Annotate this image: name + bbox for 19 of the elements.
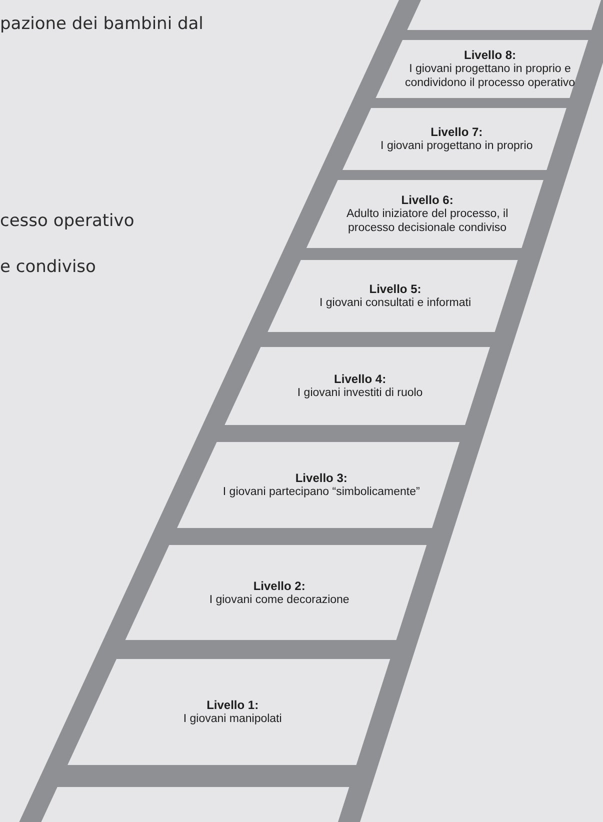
text-fragment: cesso operativo [0,211,134,231]
text-fragment: e condiviso [0,257,96,277]
level-description: I giovani consultati e informati [318,296,472,310]
level-description: I giovani manipolati [182,712,283,726]
level-description: I giovani investiti di ruolo [296,386,424,400]
level-description: Adulto iniziatore del processo, il processo decisionale condiviso [345,207,510,235]
level-heading: Livello 7: [430,125,484,139]
level-description: I giovani partecipano “simbolicamente” [222,485,421,499]
level-heading: Livello 3: [294,471,348,485]
level-heading: Livello 8: [463,48,518,62]
level-heading: Livello 5: [368,282,422,296]
level-heading: Livello 1: [206,698,260,712]
level-heading: Livello 4: [333,372,388,386]
level-heading: Livello 2: [252,578,306,592]
level-description: I giovani progettano in proprio e condividono il processo operativo [404,62,576,90]
level-heading: Livello 6: [400,193,454,207]
text-fragment: pazione dei bambini dal [0,14,204,34]
level-description: I giovani progettano in proprio [380,139,534,153]
level-description: I giovani come decorazione [208,592,350,606]
